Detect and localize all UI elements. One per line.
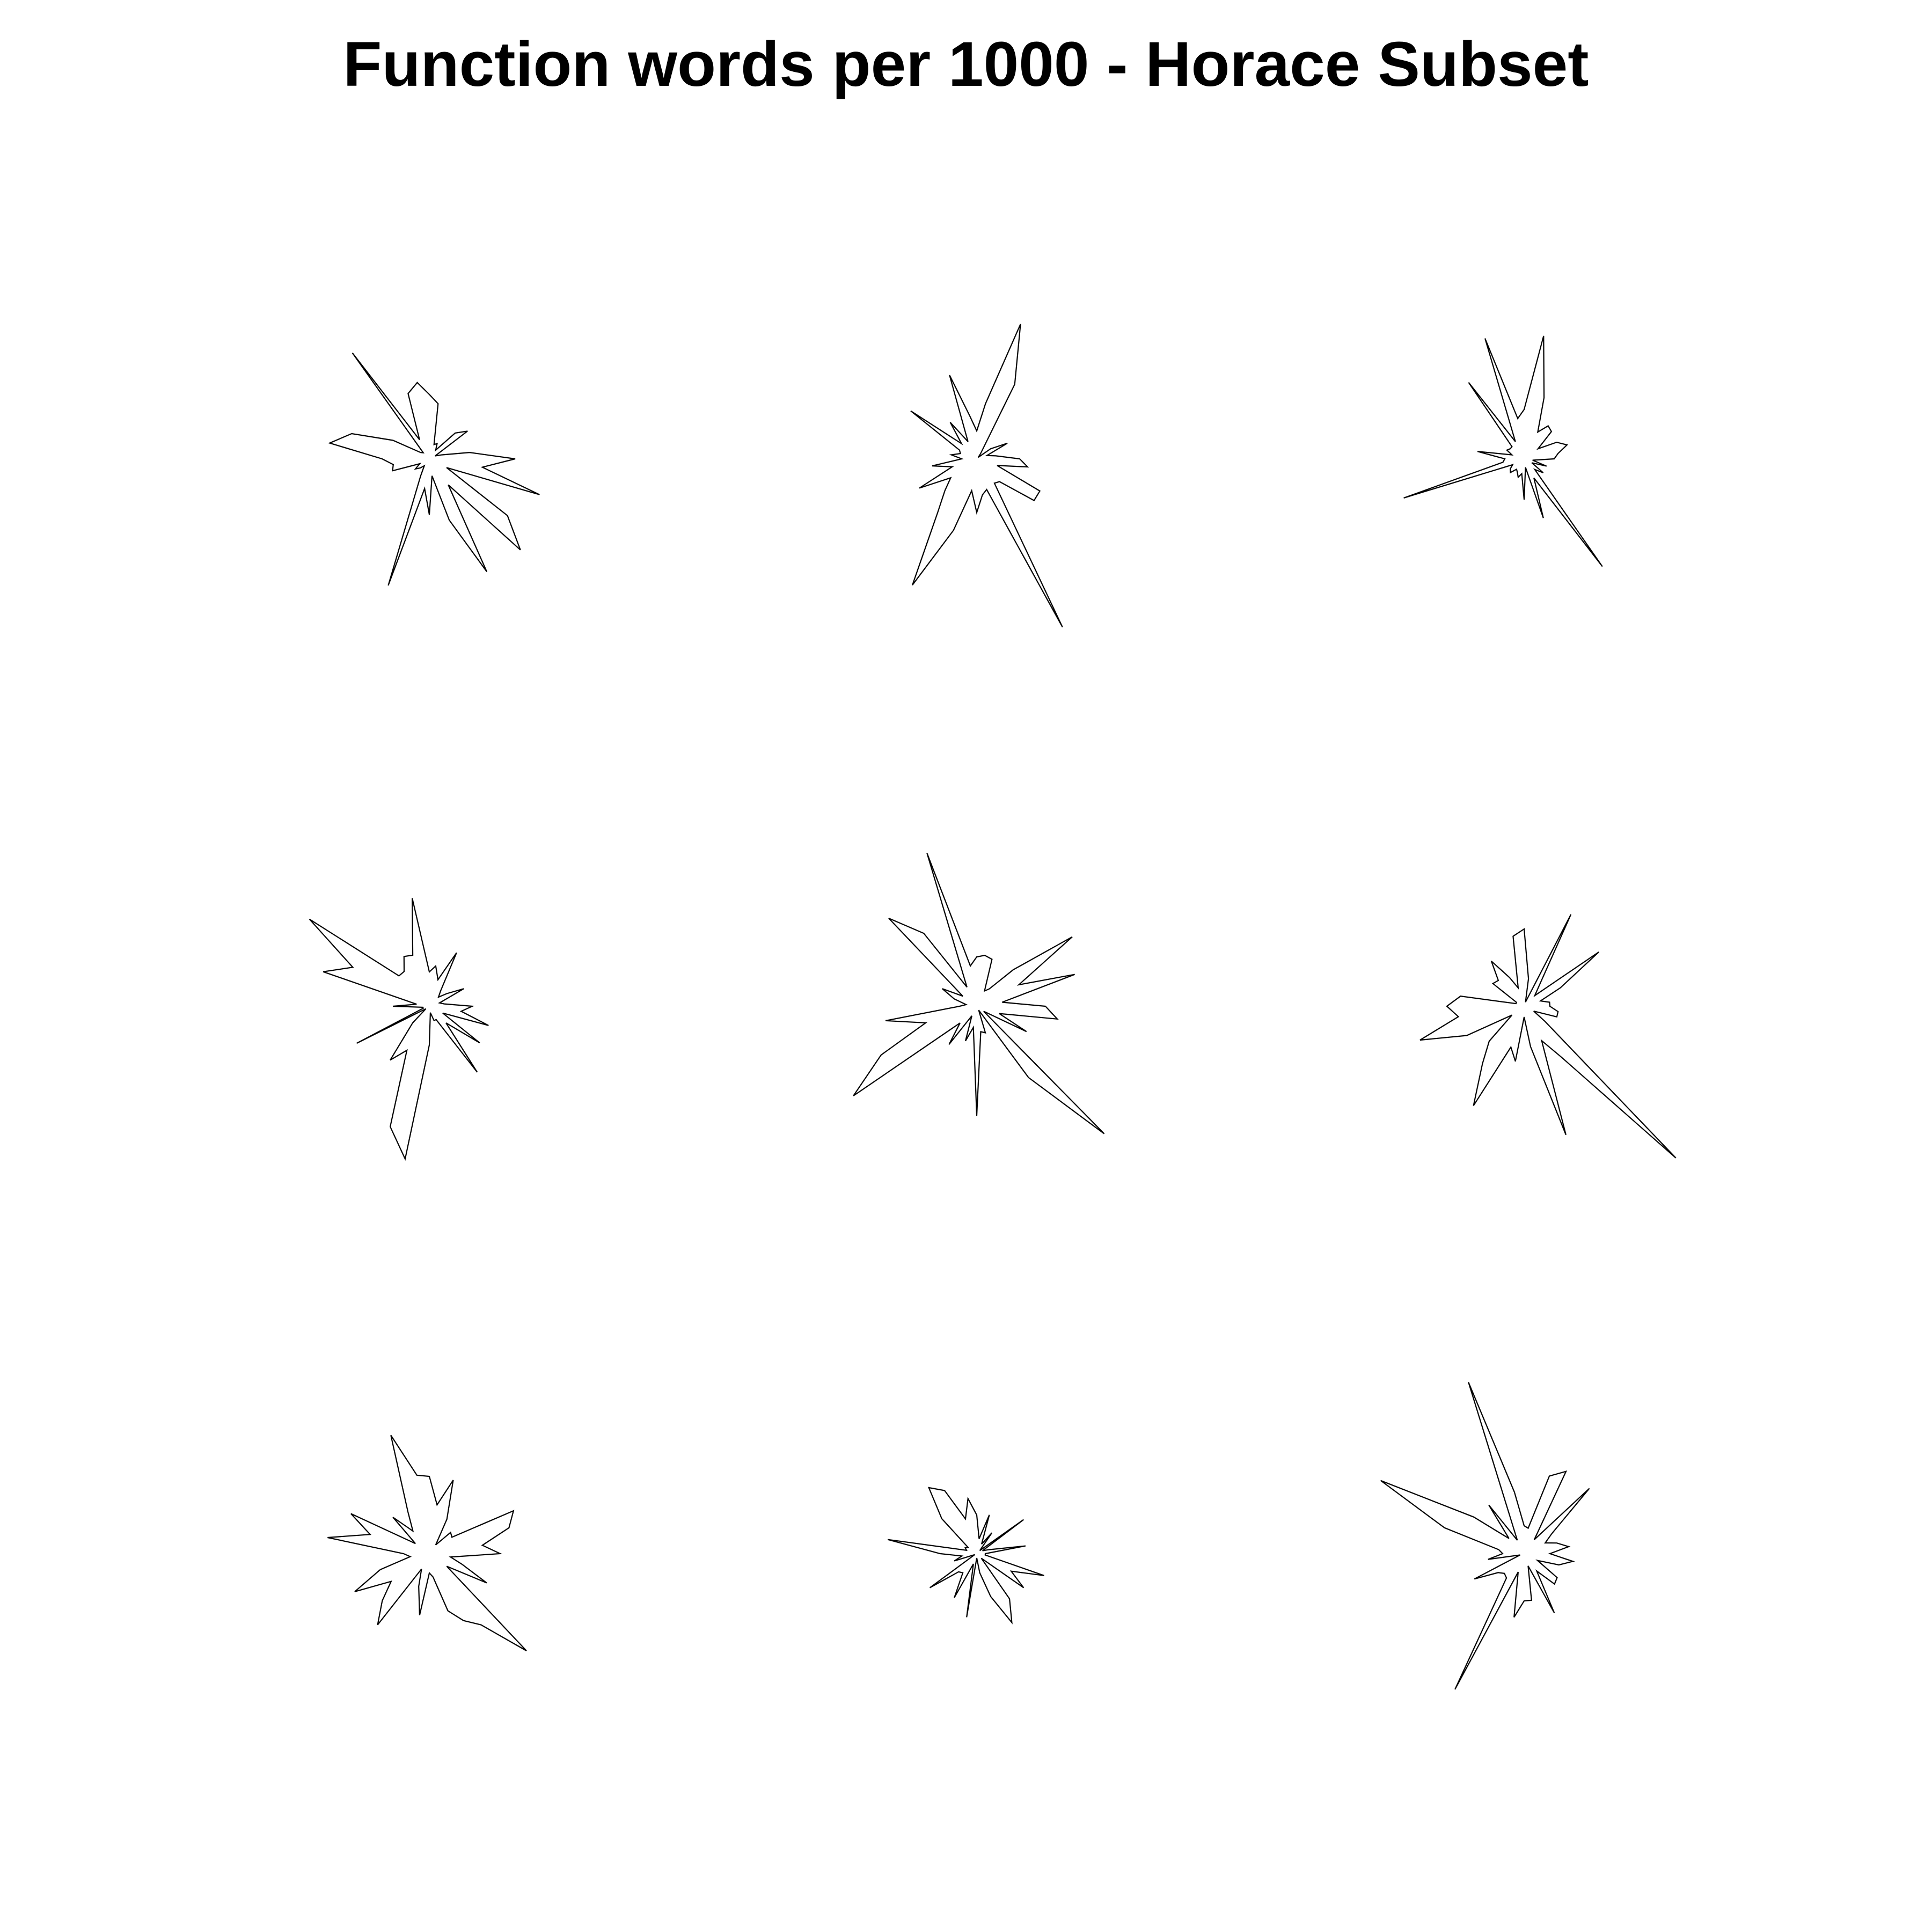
star-outline-2	[910, 324, 1063, 628]
star-glyph-7	[327, 1435, 527, 1651]
star-outline-6	[1419, 914, 1677, 1159]
star-glyph-4	[309, 898, 489, 1161]
star-outline-9	[1380, 1381, 1590, 1690]
star-glyph-2	[910, 324, 1063, 628]
star-outline-7	[327, 1435, 527, 1651]
star-glyph-9	[1380, 1381, 1590, 1690]
chart-title: Function words per 1000 - Horace Subset	[343, 29, 1589, 100]
star-outline-4	[309, 898, 489, 1161]
star-glyph-8	[887, 1487, 1044, 1624]
star-glyph-1	[328, 352, 540, 586]
star-outline-3	[1403, 335, 1603, 567]
star-glyph-6	[1419, 914, 1677, 1159]
star-outline-5	[853, 853, 1105, 1135]
star-outline-1	[328, 352, 540, 586]
star-glyph-3	[1403, 335, 1603, 567]
star-outline-8	[887, 1487, 1044, 1624]
star-glyph-5	[853, 853, 1105, 1135]
